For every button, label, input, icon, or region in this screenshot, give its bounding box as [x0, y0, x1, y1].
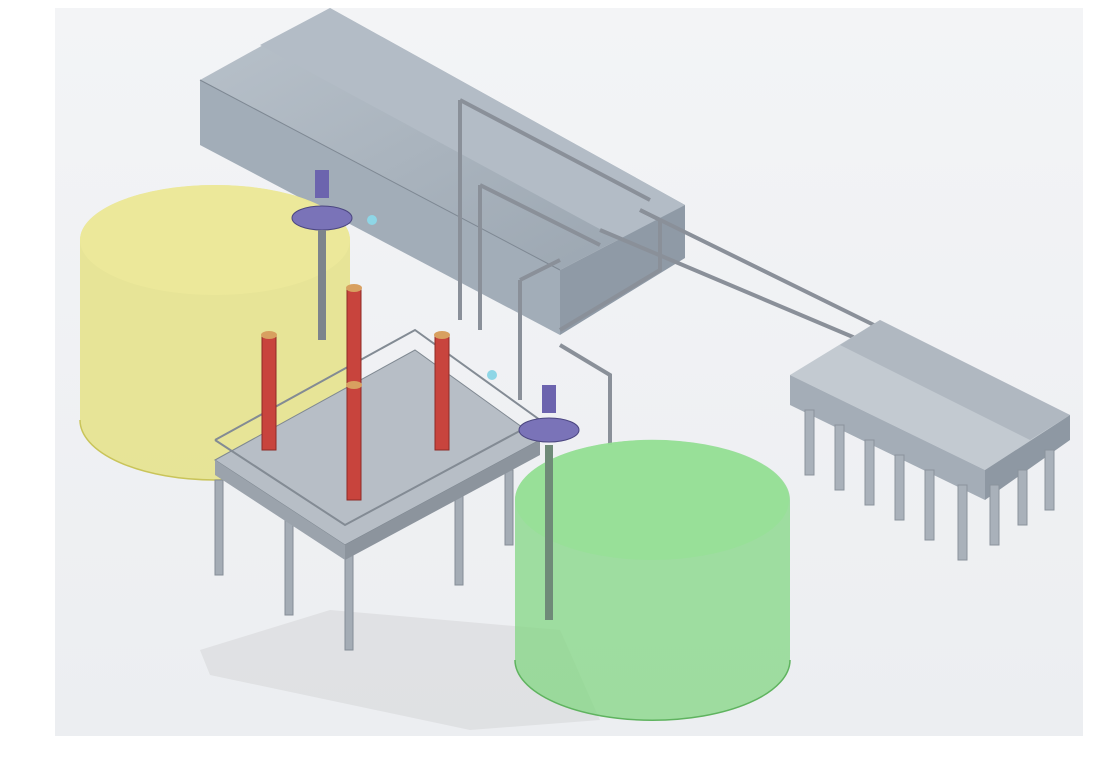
platform[interactable] [214, 328, 541, 651]
pipe-run [458, 98, 881, 445]
building-end-wall [560, 205, 685, 335]
yellow-tank[interactable] [79, 185, 351, 481]
main-building[interactable] [199, 8, 685, 335]
ground-shadow [200, 610, 600, 730]
red-columns[interactable] [261, 284, 450, 501]
building-roof-ridge [260, 8, 685, 240]
building-front-wall [200, 80, 560, 335]
green-tank[interactable] [514, 439, 791, 721]
agitator-left[interactable] [291, 170, 353, 340]
agitator-right[interactable] [518, 385, 580, 620]
side-structure[interactable] [790, 320, 1070, 561]
gauge-icons [367, 215, 497, 380]
